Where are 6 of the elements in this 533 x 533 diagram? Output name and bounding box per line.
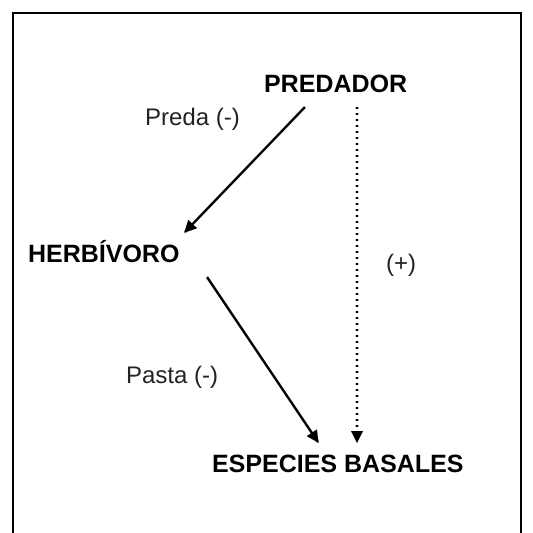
node-label: HERBÍVORO xyxy=(26,236,182,273)
arrow xyxy=(350,107,364,444)
arrow xyxy=(206,276,320,444)
node-label: PREDADOR xyxy=(262,66,410,103)
arrow xyxy=(184,106,306,233)
node-label: ESPECIES BASALES xyxy=(210,446,466,483)
